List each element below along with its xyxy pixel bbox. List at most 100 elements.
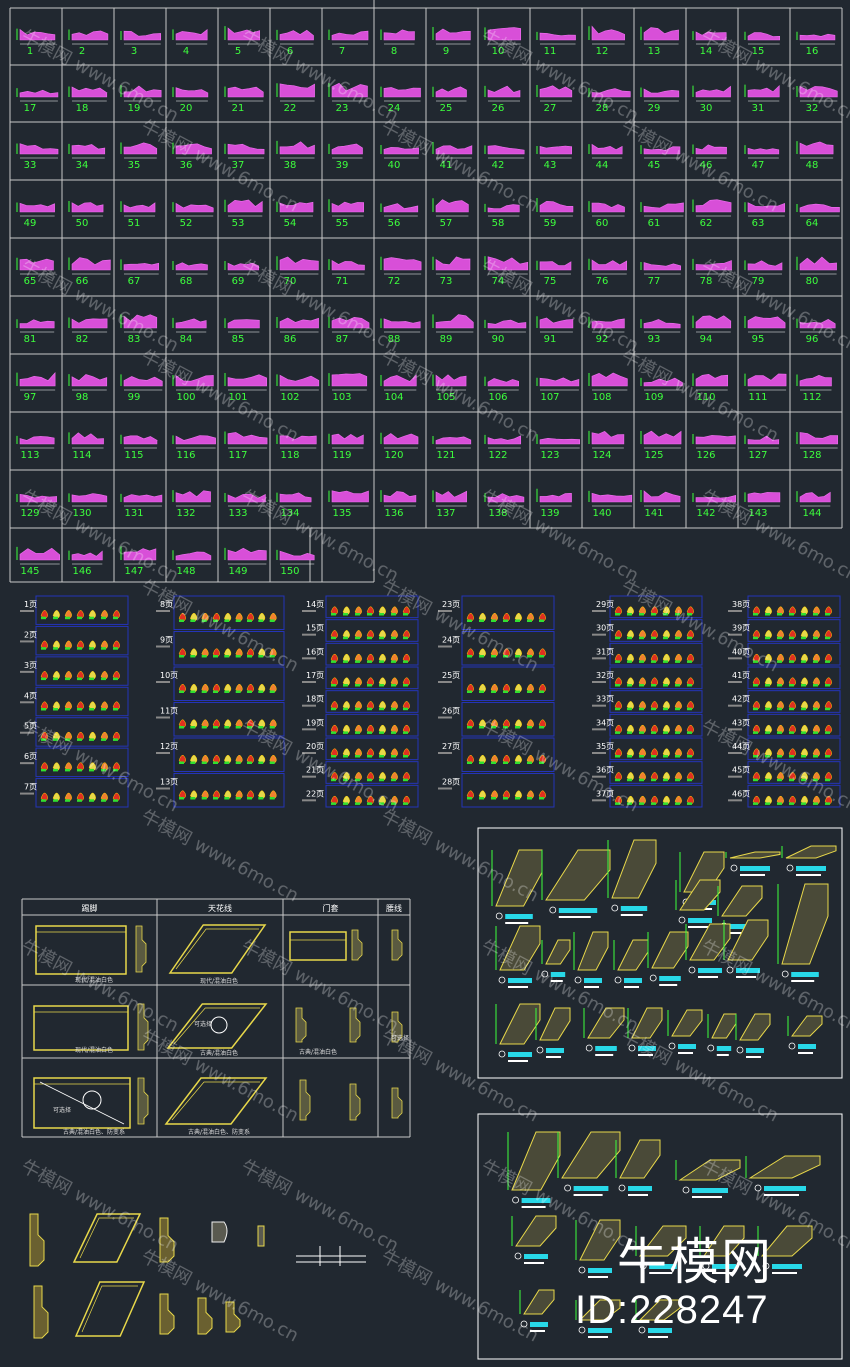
crown-line	[81, 1285, 138, 1333]
profile-number: 65	[24, 276, 37, 287]
page-sheet: 2页	[20, 625, 129, 656]
moulding-profile	[435, 199, 469, 213]
moulding-profile	[643, 377, 683, 387]
ornament-base	[753, 778, 758, 782]
detail-profile	[619, 1139, 661, 1179]
ornament-shape	[514, 612, 522, 622]
bottom-left-profiles	[29, 1213, 366, 1339]
profile-cell: 24	[380, 86, 421, 114]
profile-number: 63	[752, 218, 765, 229]
profile-cell: 94	[692, 315, 732, 345]
detail-label-line	[524, 1262, 544, 1264]
detail-label-bar	[508, 978, 532, 983]
ornament-base	[53, 708, 58, 711]
profile-number: 66	[76, 276, 89, 287]
profile-number: 110	[696, 392, 715, 403]
moulding-profile	[747, 373, 787, 387]
page-label: 9页	[160, 636, 173, 645]
moulding-profile	[279, 201, 314, 213]
ornament-shape	[269, 648, 277, 658]
ornament-base	[777, 636, 782, 640]
profile-cell: 74	[484, 256, 529, 287]
ornament-base	[789, 707, 794, 711]
ornament-base	[765, 802, 770, 805]
ornament-shape	[354, 630, 362, 639]
ornament-shape	[212, 612, 220, 622]
ornament-shape	[650, 630, 658, 639]
ornament-base	[213, 690, 218, 693]
ornament-base	[801, 755, 806, 758]
ornament-shape	[812, 677, 820, 687]
moulding-profile	[747, 316, 786, 329]
brand-id: ID:228247	[575, 1288, 769, 1332]
moulding-profile	[487, 319, 527, 329]
ornament-shape	[258, 612, 266, 622]
ornament-base	[615, 707, 620, 711]
ornament-base	[825, 802, 830, 805]
ornament-shape	[366, 724, 374, 734]
ornament-shape	[466, 754, 474, 764]
page-label: 14页	[306, 600, 324, 609]
ornament-shape	[258, 648, 266, 658]
ornament-shape	[502, 648, 510, 658]
ornament-shape	[178, 754, 186, 764]
ornament-base	[379, 778, 384, 782]
moulding-profile	[227, 493, 266, 503]
detail-label-line	[791, 980, 815, 982]
ornament-base	[269, 690, 275, 693]
ornament-shape	[788, 772, 796, 781]
moulding-profile	[591, 202, 625, 213]
ornament-base	[403, 660, 408, 663]
profile-cell: 72	[380, 256, 422, 287]
ornament-base	[687, 636, 692, 640]
page-frame	[35, 686, 129, 717]
profile-cell: 132	[172, 490, 211, 519]
profile-cell: 121	[432, 435, 472, 461]
detail-profile	[579, 1219, 621, 1261]
moulding-profile	[123, 435, 158, 445]
page-frame	[747, 690, 841, 713]
page-frame	[173, 631, 285, 666]
ornament-shape	[235, 683, 243, 693]
page-sublabel	[728, 610, 742, 612]
profile-number: 30	[700, 103, 713, 114]
ornament-shape	[824, 748, 832, 758]
ornament-base	[789, 613, 794, 616]
moulding-profile	[123, 142, 158, 155]
moulding-profile	[747, 435, 780, 445]
ornament-shape	[246, 683, 254, 693]
profile-number: 2	[79, 46, 85, 57]
detail-label-bar	[628, 1186, 652, 1191]
detail-label-line	[546, 1056, 561, 1058]
ornament-base	[479, 655, 484, 658]
ornament-base	[789, 636, 794, 640]
ornament-base	[789, 802, 794, 805]
ornament-base	[663, 707, 668, 711]
profile-number: 74	[492, 276, 505, 287]
ornament-base	[639, 660, 644, 663]
ornament-shape	[390, 701, 398, 710]
ornament-base	[391, 684, 396, 687]
moulding-profile	[799, 33, 836, 41]
page-sublabel	[302, 610, 316, 612]
profile-number: 17	[24, 103, 37, 114]
ornament-base	[213, 655, 218, 658]
page-label: 36页	[596, 766, 614, 775]
page-frame	[747, 666, 841, 690]
profile-number: 40	[388, 160, 401, 171]
page-label: 6页	[24, 752, 37, 761]
profile-number: 92	[596, 334, 609, 345]
ornament-shape	[390, 748, 398, 758]
ornament-base	[627, 778, 632, 782]
profile-number: 124	[592, 450, 611, 461]
page-sheet: 18页	[302, 690, 419, 713]
ornament-base	[503, 797, 508, 800]
ornament-base	[379, 684, 384, 687]
moulding-profile	[227, 547, 267, 561]
ornament-base	[651, 707, 656, 711]
ornament-base	[467, 690, 472, 693]
ornament-base	[235, 690, 241, 693]
profile-number: 108	[592, 392, 611, 403]
detail-marker	[668, 1042, 676, 1050]
ornament-base	[391, 731, 396, 734]
